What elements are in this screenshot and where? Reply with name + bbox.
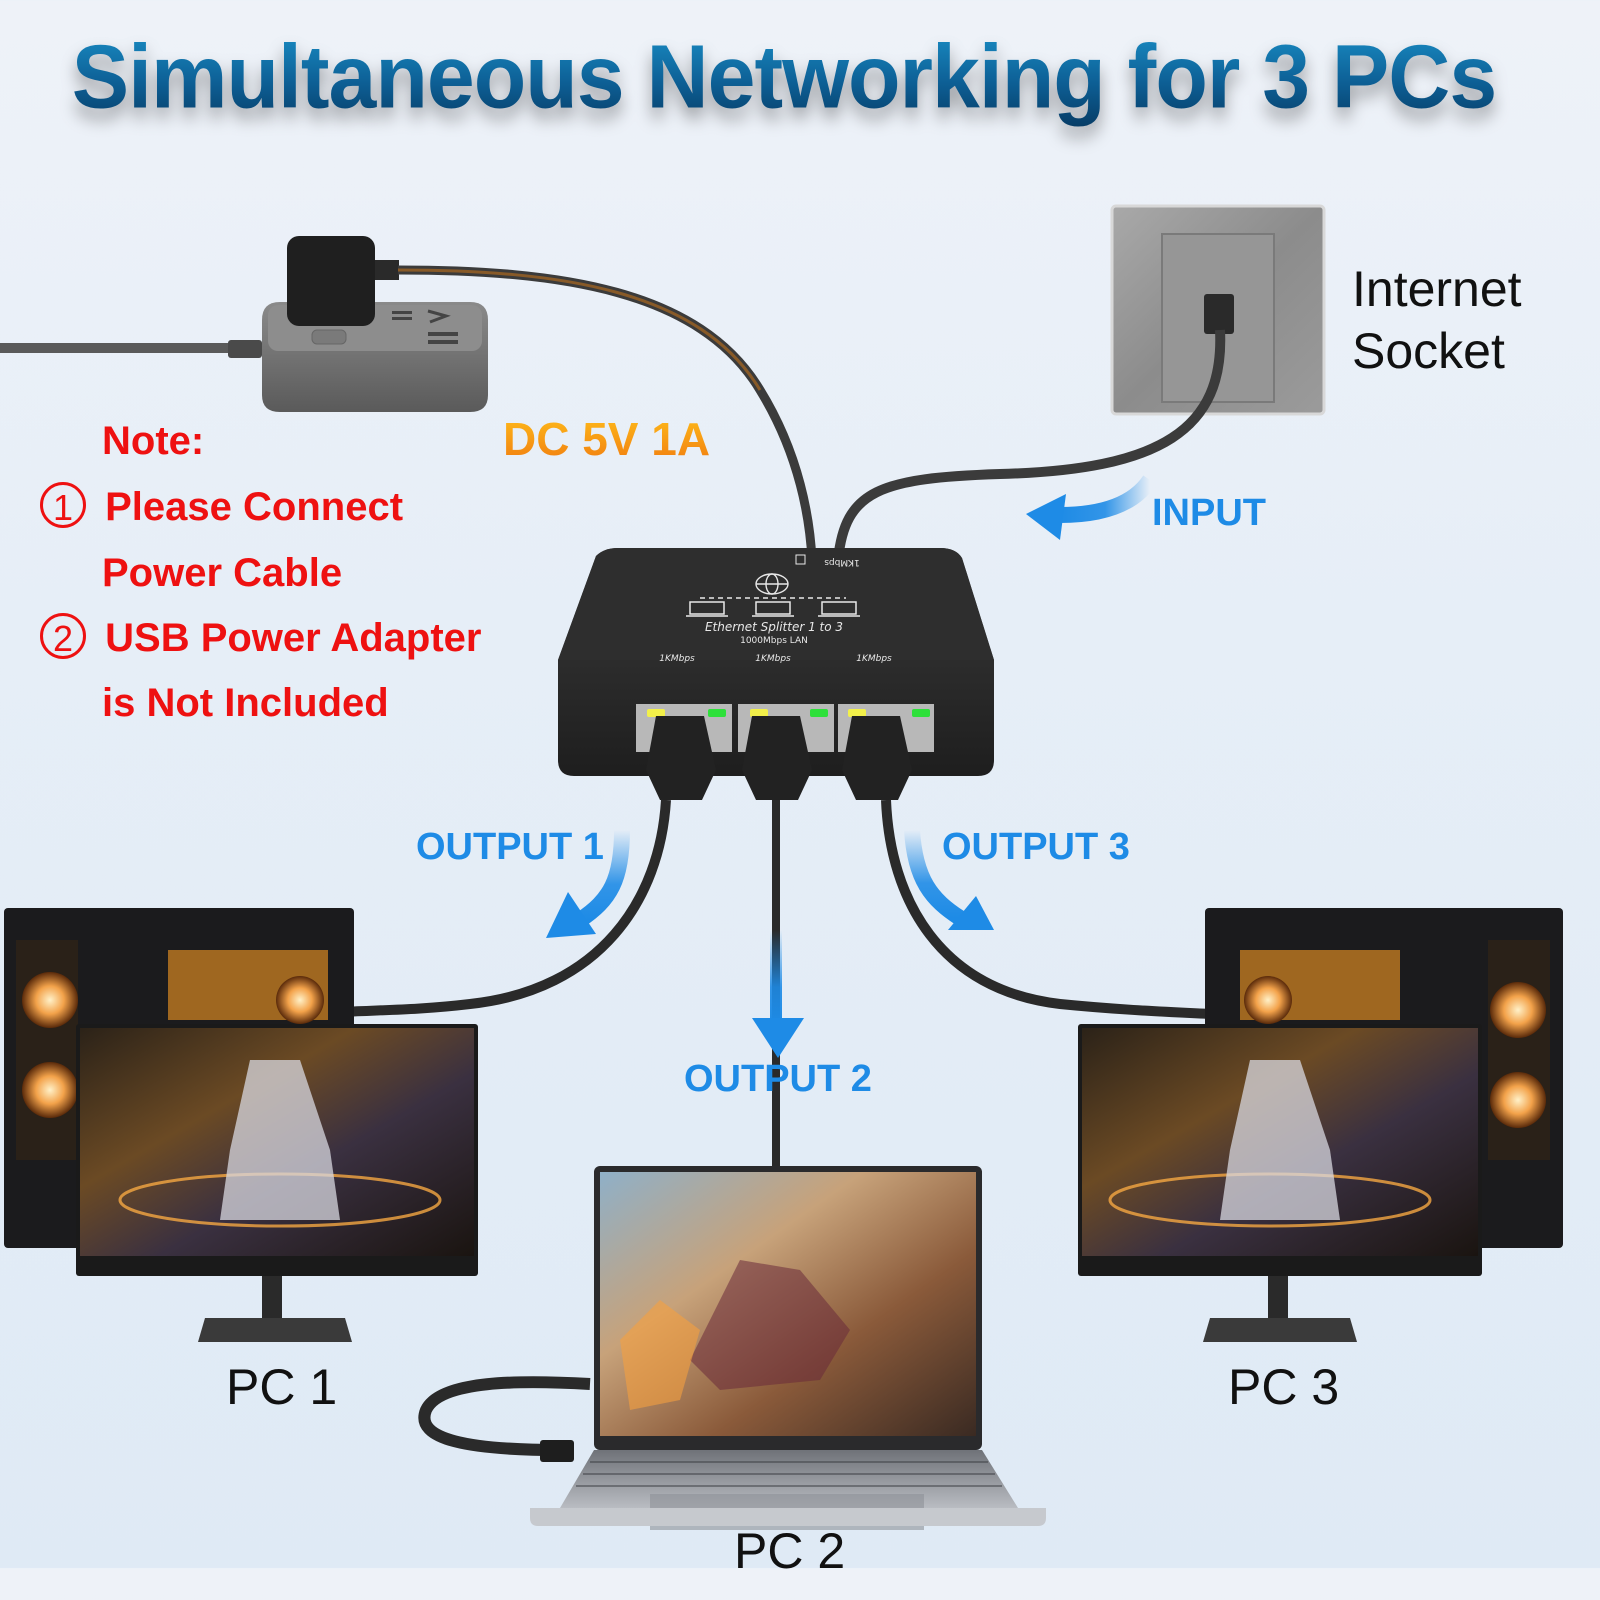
input-label: INPUT xyxy=(1152,492,1266,534)
rj45-plugs xyxy=(646,716,912,800)
pc-2-laptop-illustration xyxy=(418,1166,1046,1530)
output-3-label: OUTPUT 3 xyxy=(942,826,1130,868)
ethernet-splitter-device: Ethernet Splitter 1 to 3 1000Mbps LAN 1K… xyxy=(558,548,994,800)
port-speed-3: 1KMbps xyxy=(856,654,892,664)
internet-socket-label: Internet Socket xyxy=(1352,258,1522,382)
pc-3-label: PC 3 xyxy=(1228,1359,1340,1415)
port-speed-1: 1KMbps xyxy=(659,654,695,664)
led-yellow xyxy=(647,709,665,717)
device-name: Ethernet Splitter 1 to 3 xyxy=(705,620,843,634)
led-yellow xyxy=(750,709,768,717)
output-cable-3 xyxy=(881,799,1211,1019)
output-2-label: OUTPUT 2 xyxy=(684,1058,872,1100)
output-1-label: OUTPUT 1 xyxy=(416,826,604,868)
power-strip-icon xyxy=(262,236,488,412)
power-spec-label: DC 5V 1A xyxy=(503,413,711,465)
globe-icon xyxy=(755,573,789,595)
input-speed-label: 1KMbps xyxy=(824,557,860,567)
output-arrow-2-icon xyxy=(752,930,804,1058)
led-green xyxy=(810,709,828,717)
note-item-2-line-1: USB Power Adapter xyxy=(105,616,482,660)
led-yellow xyxy=(848,709,866,717)
pc-1-label: PC 1 xyxy=(226,1359,338,1415)
socket-label-line-2: Socket xyxy=(1352,323,1505,379)
output-arrow-3-icon xyxy=(904,829,994,930)
laptop-keyboard-deck xyxy=(560,1450,1018,1508)
device-subtitle: 1000Mbps LAN xyxy=(740,636,808,646)
note-item-1: 1 Please Connect xyxy=(40,474,403,540)
usb-adapter-icon xyxy=(287,236,375,326)
power-port-icon xyxy=(795,554,806,565)
monitor-stand xyxy=(262,1276,282,1318)
laptop-side-cable xyxy=(418,1376,591,1456)
note-heading: Note: xyxy=(102,419,205,463)
input-arrow-icon xyxy=(1026,475,1157,540)
output-cable-1 xyxy=(339,799,671,1017)
pc-1-illustration xyxy=(4,908,478,1342)
cable-strain-relief xyxy=(228,340,262,358)
socket-label-line-1: Internet xyxy=(1352,261,1522,317)
input-cable xyxy=(833,329,1226,561)
number-circle-2-icon: 2 xyxy=(40,613,86,660)
led-green xyxy=(912,709,930,717)
note-item-2-line-2: is Not Included xyxy=(102,681,389,725)
note-item-2: 2 USB Power Adapter xyxy=(40,605,482,671)
monitor-stand xyxy=(1268,1276,1288,1318)
page-title: Simultaneous Networking for 3 PCs xyxy=(0,26,1568,130)
led-green xyxy=(708,709,726,717)
network-diagram: Ethernet Splitter 1 to 3 1000Mbps LAN 1K… xyxy=(0,204,1563,1530)
pc-port-icons xyxy=(686,597,860,617)
note-item-1-line-2: Power Cable xyxy=(102,551,343,595)
note-item-1-line-1: Please Connect xyxy=(105,485,404,529)
output-arrow-1-icon xyxy=(546,829,630,938)
number-circle-1-icon: 1 xyxy=(40,482,86,529)
pc-2-label: PC 2 xyxy=(734,1523,846,1579)
pc-3-illustration xyxy=(1078,908,1563,1342)
port-speed-2: 1KMbps xyxy=(755,654,791,664)
